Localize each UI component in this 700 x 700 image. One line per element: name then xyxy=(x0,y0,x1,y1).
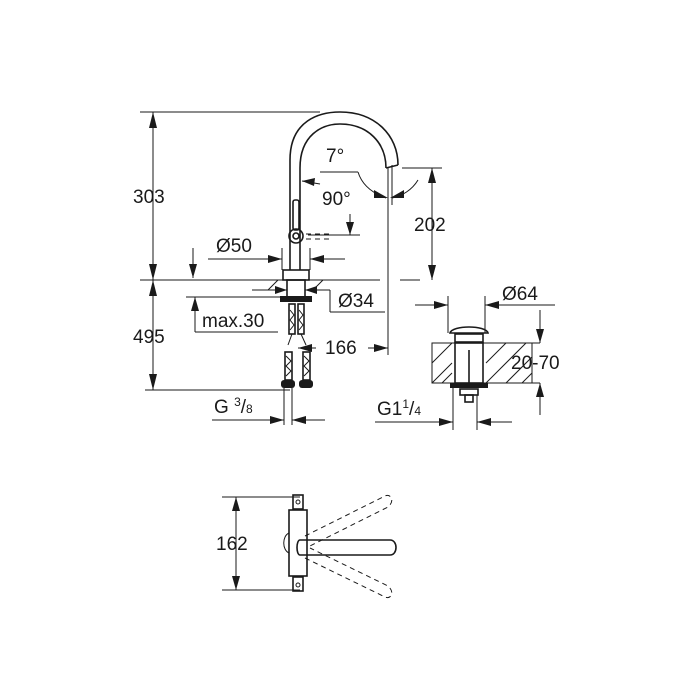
height-dimension-lines xyxy=(140,111,420,391)
base-diameter-dimension xyxy=(189,248,345,278)
waste-thread-numerator: 1 xyxy=(402,397,410,411)
waste-valve xyxy=(431,326,540,430)
connection-thread-denominator: 8 xyxy=(246,402,253,416)
waste-thickness-label: 20-70 xyxy=(511,353,560,374)
handle-angle-label: 90° xyxy=(322,189,351,210)
reach-label: 166 xyxy=(325,338,357,359)
height-upper-label: 303 xyxy=(133,187,165,208)
connection-thread-label: G 3/8 xyxy=(214,395,253,418)
handle-width-label: 162 xyxy=(216,534,248,555)
connection-thread-main: G xyxy=(214,397,229,418)
reach-dimension xyxy=(298,344,388,352)
spout-height-label: 202 xyxy=(414,215,446,236)
waste-diameter-dimension xyxy=(415,296,555,333)
waste-thread-main: G1 xyxy=(377,399,403,420)
spout-angle-label: 7° xyxy=(326,146,345,167)
max-thickness-label: max.30 xyxy=(202,311,265,332)
waste-thread-dimension xyxy=(375,418,512,426)
waste-thread-label: G11/4 xyxy=(377,397,422,420)
max-thickness-dimension xyxy=(186,296,280,333)
base-diameter-label: Ø50 xyxy=(216,236,252,257)
faucet-body xyxy=(267,111,399,425)
waste-diameter-label: Ø64 xyxy=(502,284,538,305)
angle-annotations xyxy=(301,165,419,236)
waste-thickness-dimension xyxy=(536,310,544,415)
shank-diameter-label: Ø34 xyxy=(338,291,374,312)
height-lower-label: 495 xyxy=(133,327,165,348)
connection-thread-numerator: 3 xyxy=(234,395,241,409)
top-view xyxy=(222,494,397,599)
shank-diameter-dimension xyxy=(252,286,385,313)
waste-thread-denominator: 4 xyxy=(414,404,422,418)
spout-height-dimension xyxy=(387,167,442,355)
connection-thread-dimension xyxy=(212,416,325,424)
